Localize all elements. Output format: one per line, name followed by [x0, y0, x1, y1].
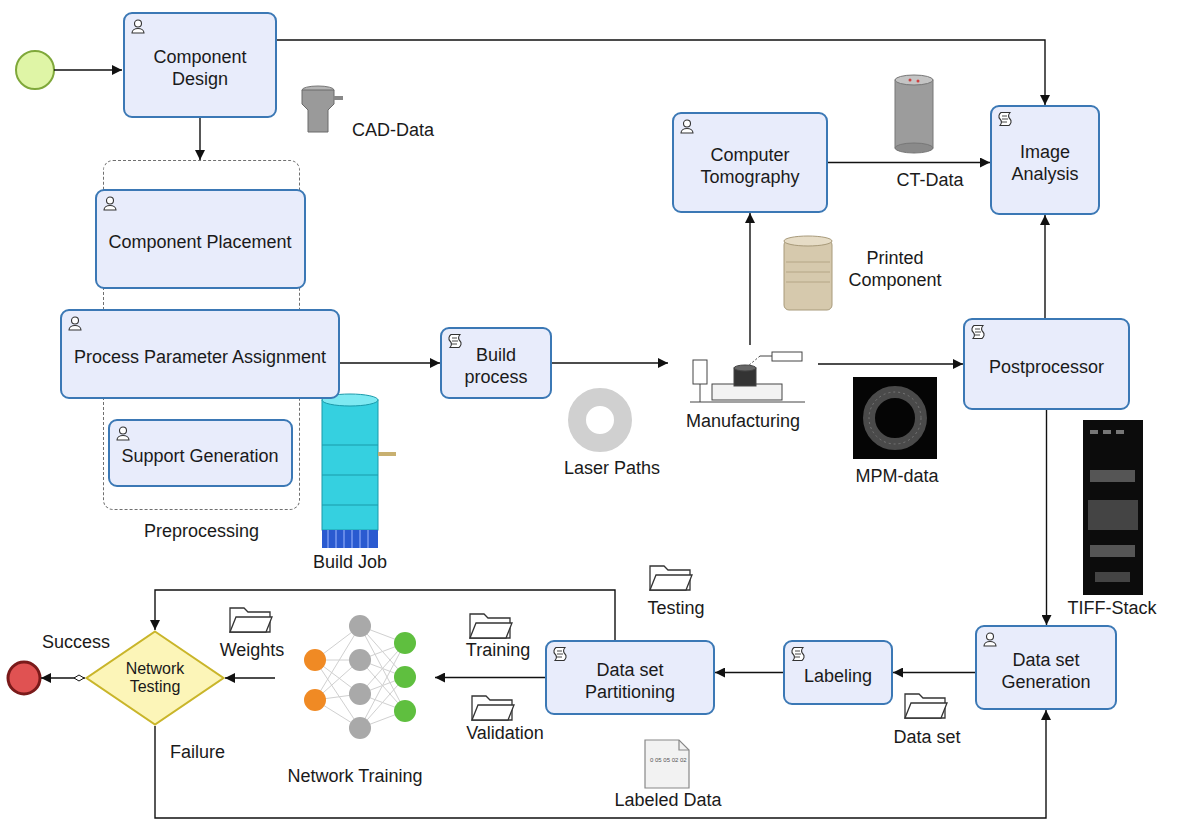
manufacturing-node: Manufacturing [668, 345, 818, 433]
sequence-flow [155, 710, 1046, 818]
sequence-flow [749, 213, 750, 345]
artifact-label: Weights [220, 640, 285, 662]
sequence-flow [199, 118, 200, 160]
node-label: Build process [452, 345, 540, 388]
folder-icon [470, 614, 512, 638]
user-task-icon [679, 118, 695, 134]
node-label: Component Placement [107, 232, 294, 254]
artifact-label: MPM-data [855, 466, 938, 488]
user-task-icon [67, 315, 83, 331]
script-task-icon [447, 333, 463, 349]
node-label: Data set Partitioning [557, 660, 703, 703]
document-content: 0 05 05 02 02 [650, 757, 687, 764]
script-task-icon [997, 111, 1013, 127]
build-job-image [322, 394, 396, 548]
artifact-label: Printed Component [836, 248, 954, 291]
artifact-label: CAD-Data [352, 120, 434, 142]
script-task-icon [552, 646, 568, 662]
end-event [8, 662, 85, 694]
sequence-flow [1046, 410, 1047, 625]
node-label: Component Design [135, 47, 265, 90]
start-event [16, 51, 122, 89]
sequence-flow [277, 40, 1045, 105]
node-label: Postprocessor [975, 357, 1118, 379]
script-task-icon [970, 324, 986, 340]
folder-icon [650, 566, 692, 590]
user-task-box: Computer Tomography [672, 112, 828, 213]
sequence-flow [155, 590, 615, 640]
script-task-box: Data set Partitioning [545, 640, 715, 715]
sequence-flow [715, 672, 783, 673]
ct-volume-image [895, 75, 933, 153]
node-label: Support Generation [120, 446, 281, 468]
network-training-node: Network Training [275, 606, 435, 788]
user-task-box: Data set Generation [975, 625, 1117, 710]
tiff-stack-image [1083, 420, 1143, 595]
user-task-box: Component Placement [95, 189, 306, 289]
flow-label: Failure [168, 742, 227, 764]
folder-icon [905, 694, 947, 718]
gateway-label: Network Testing [112, 660, 198, 697]
node-label: Network Training [287, 766, 422, 788]
document-icon [645, 740, 689, 788]
sequence-flow [828, 162, 990, 163]
user-task-icon [115, 425, 131, 441]
sequence-flow [552, 362, 668, 363]
sequence-flow [818, 363, 963, 364]
user-task-icon [102, 195, 118, 211]
script-task-box: Image Analysis [990, 105, 1100, 215]
printed-component-photo [784, 236, 832, 310]
cad-part-image [302, 86, 343, 132]
node-label: Process Parameter Assignment [72, 347, 328, 369]
folder-icon [230, 608, 272, 632]
mpm-image [853, 377, 937, 459]
artifact-label: Data set [893, 727, 960, 749]
laser-path-ring [577, 397, 623, 443]
script-task-box: Labeling [783, 640, 893, 705]
script-task-box: Postprocessor [963, 318, 1130, 410]
sequence-flow [893, 672, 975, 673]
artifact-label: Build Job [313, 552, 387, 574]
script-task-icon [790, 646, 806, 662]
user-task-box: Component Design [123, 12, 277, 118]
artifact-label: Laser Paths [564, 458, 660, 480]
folder-icon [472, 696, 514, 720]
artifact-label: Training [466, 640, 530, 662]
node-label: Data set Generation [987, 650, 1105, 693]
user-task-box: Support Generation [108, 419, 293, 487]
artifact-label: CT-Data [896, 170, 963, 192]
artifact-label: Testing [647, 598, 704, 620]
sequence-flow [435, 677, 545, 678]
artifact-label: Labeled Data [614, 790, 721, 812]
gateway-outcome-label: Success [42, 632, 110, 654]
neural-network-icon [304, 615, 416, 739]
user-task-icon [982, 631, 998, 647]
sequence-flow [1044, 215, 1045, 318]
manufacturing-machine [690, 352, 805, 402]
sequence-flow [225, 677, 275, 678]
script-task-box: Build process [440, 327, 552, 399]
node-label: Labeling [795, 666, 881, 688]
group-heading: Preprocessing [104, 521, 299, 543]
node-label: Manufacturing [686, 411, 800, 433]
preprocessing-group: PreprocessingComponent PlacementProcess … [103, 160, 300, 510]
node-label: Computer Tomography [684, 145, 816, 188]
user-task-icon [130, 18, 146, 34]
node-label: Image Analysis [1002, 142, 1088, 185]
artifact-label: TIFF-Stack [1068, 598, 1157, 620]
gateway-diamond-node: Network Testing [85, 630, 225, 726]
user-task-box: Process Parameter Assignment [60, 309, 340, 399]
artifact-label: Validation [466, 723, 544, 745]
